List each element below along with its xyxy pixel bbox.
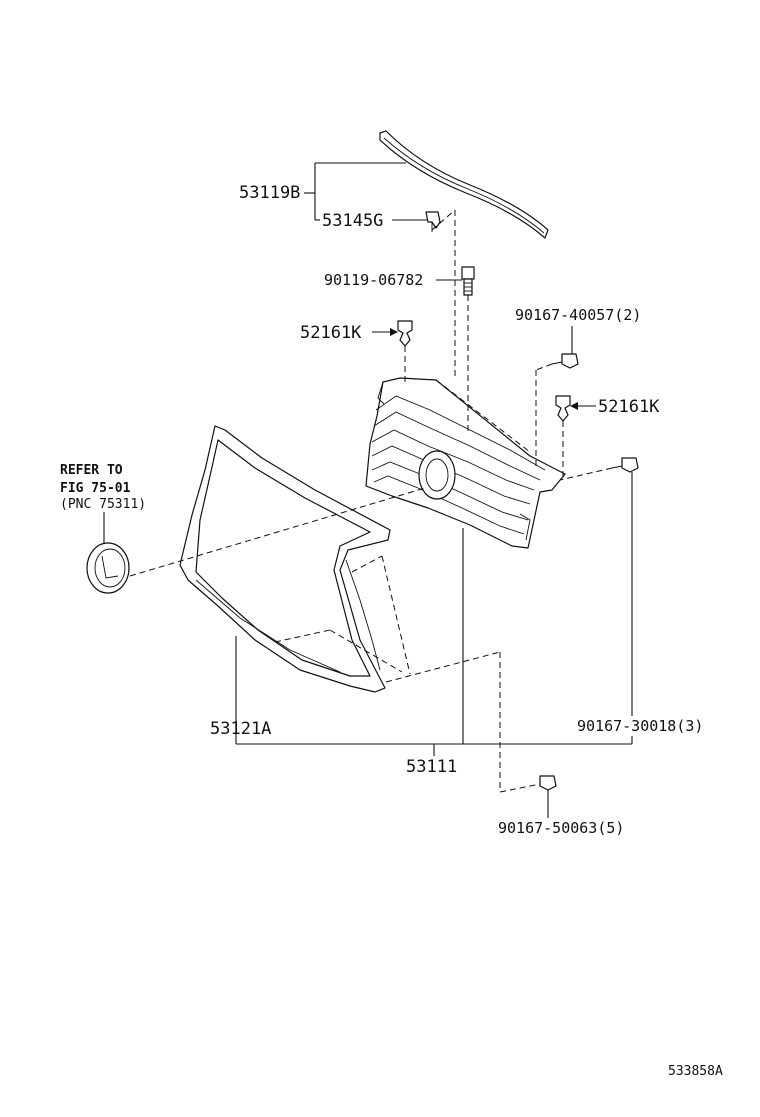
- label-90119-06782: 90119-06782: [324, 271, 423, 289]
- screw-90167-40057: [551, 353, 579, 369]
- label-53145G: 53145G: [322, 211, 383, 231]
- clip-52161K-left: [397, 320, 413, 347]
- label-53111: 53111: [406, 757, 457, 777]
- dashed-guides: [129, 209, 613, 793]
- emblem: [86, 542, 130, 594]
- diagram-id: 533858A: [668, 1064, 723, 1079]
- label-53119B: 53119B: [239, 183, 300, 203]
- label-90167-50063: 90167-50063(5): [498, 819, 624, 837]
- clip-52161K-right: [555, 395, 571, 422]
- upper-molding-strip: [379, 130, 549, 239]
- labels: 53119B 53145G 90119-06782 52161K 90167-4…: [60, 183, 723, 1079]
- grille-frame: [179, 425, 391, 693]
- label-52161K-right: 52161K: [598, 397, 660, 417]
- bolt-90119-06782: [461, 266, 475, 296]
- clip-53145G: [425, 211, 441, 232]
- grille-body: [365, 377, 566, 549]
- label-53121A: 53121A: [210, 719, 271, 739]
- label-90167-40057: 90167-40057(2): [515, 306, 641, 324]
- screw-90167-50063: [539, 775, 557, 798]
- label-refer-line2: FIG 75-01: [60, 481, 131, 496]
- screw-90167-30018: [611, 457, 639, 473]
- label-refer-line3: (PNC 75311): [60, 497, 146, 512]
- label-52161K-left: 52161K: [300, 323, 362, 343]
- label-refer-line1: REFER TO: [60, 463, 123, 478]
- leader-lines: [103, 162, 633, 818]
- label-90167-30018: 90167-30018(3): [577, 717, 703, 735]
